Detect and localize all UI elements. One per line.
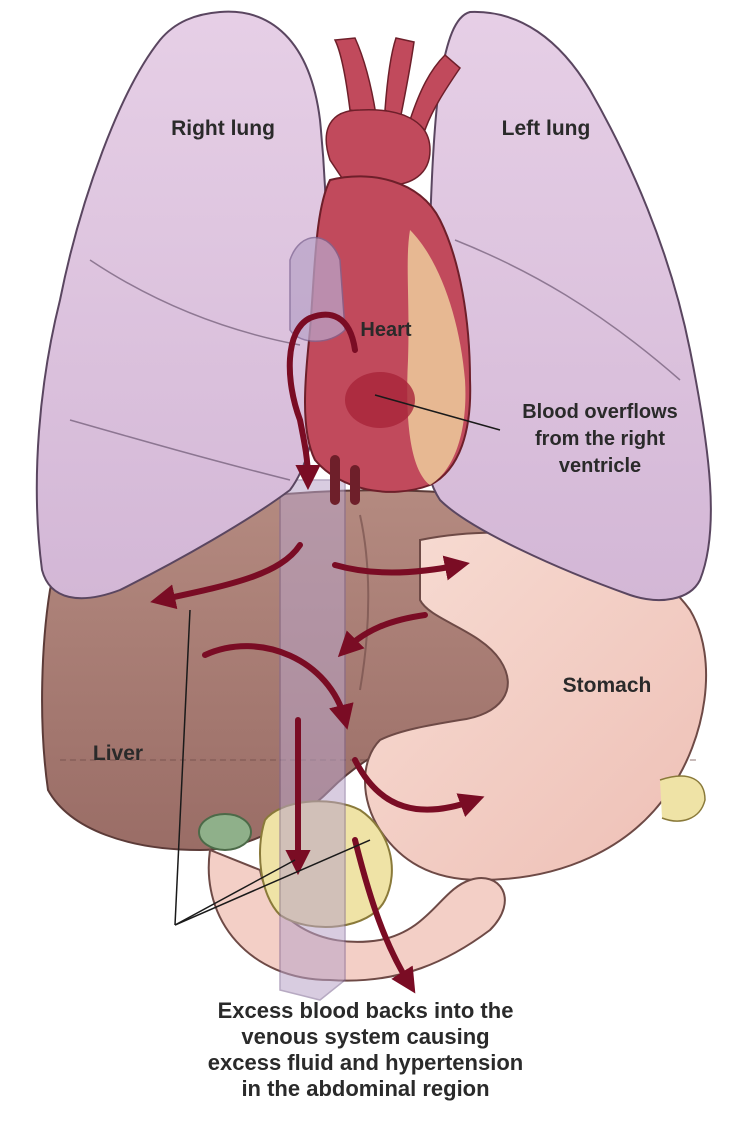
caption-line-2: venous system causing: [0, 1024, 731, 1050]
label-overflow-2: from the right: [535, 428, 665, 450]
caption-line-4: in the abdominal region: [0, 1076, 731, 1102]
label-stomach: Stomach: [563, 674, 652, 697]
label-right-lung: Right lung: [171, 117, 275, 140]
caption-line-1: Excess blood backs into the: [0, 998, 731, 1024]
label-overflow-1: Blood overflows: [522, 401, 678, 423]
label-left-lung: Left lung: [502, 117, 591, 140]
label-heart: Heart: [360, 319, 411, 341]
gallbladder: [199, 814, 251, 850]
caption-line-3: excess fluid and hypertension: [0, 1050, 731, 1076]
caption: Excess blood backs into the venous syste…: [0, 998, 731, 1102]
label-liver: Liver: [93, 742, 143, 765]
label-overflow-3: ventricle: [559, 455, 641, 477]
